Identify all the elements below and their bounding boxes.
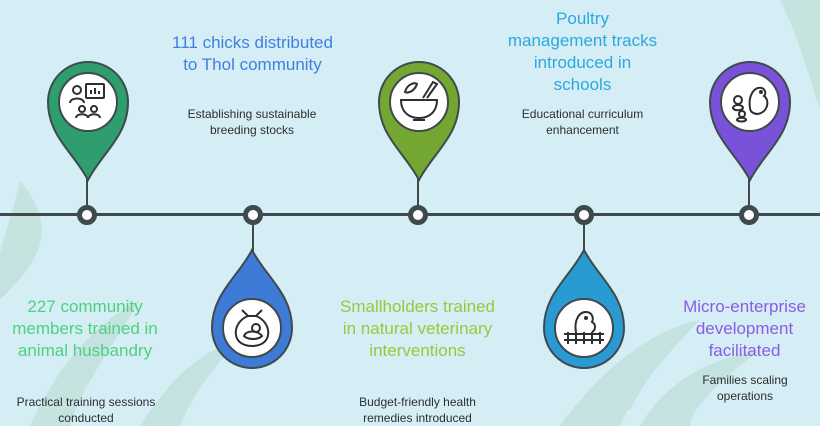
pin-4 bbox=[540, 248, 628, 372]
stem-3 bbox=[417, 170, 419, 210]
chicken-fence-icon bbox=[564, 310, 604, 344]
stem-5 bbox=[748, 170, 750, 210]
timeline-node-1 bbox=[77, 205, 97, 225]
stem-1 bbox=[86, 170, 88, 210]
stem-4 bbox=[583, 220, 585, 256]
milestone-4-heading: Poultry management tracks introduced in … bbox=[507, 9, 658, 94]
timeline-node-2 bbox=[243, 205, 263, 225]
pin-5 bbox=[706, 58, 794, 182]
teacher-presentation-icon bbox=[69, 83, 105, 119]
milestone-2-heading: 111 chicks distributed to Thol community bbox=[172, 33, 333, 74]
milestone-1-description: Practical training sessions conducted bbox=[16, 395, 156, 425]
milestone-1-heading: 227 community members trained in animal … bbox=[12, 297, 158, 360]
milestone-2-description: Establishing sustainable breeding stocks bbox=[187, 107, 317, 137]
milestone-4-description: Educational curriculum enhancement bbox=[521, 107, 644, 137]
pin-2 bbox=[208, 248, 296, 372]
pin-3 bbox=[375, 58, 463, 182]
pin-1 bbox=[44, 58, 132, 182]
stem-2 bbox=[252, 220, 254, 256]
timeline-node-5 bbox=[739, 205, 759, 225]
milestone-3-description: Budget-friendly health remedies introduc… bbox=[359, 395, 476, 425]
milestone-5-description: Families scaling operations bbox=[702, 373, 788, 403]
mortar-pestle-icon bbox=[399, 80, 439, 121]
timeline-node-4 bbox=[574, 205, 594, 225]
chick-sack-icon bbox=[234, 309, 270, 348]
milestone-5-heading: Micro-enterprise development facilitated bbox=[683, 297, 806, 360]
timeline-node-3 bbox=[408, 205, 428, 225]
hen-chicks-icon bbox=[731, 86, 769, 123]
milestone-3-heading: Smallholders trained in natural veterina… bbox=[340, 297, 495, 360]
